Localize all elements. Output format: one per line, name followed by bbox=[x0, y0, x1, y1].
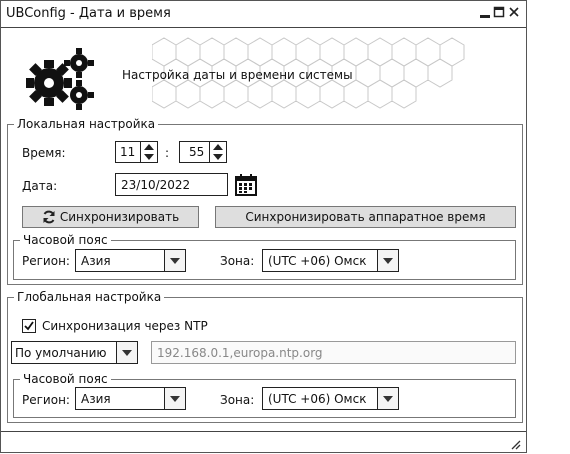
maximize-icon[interactable] bbox=[493, 5, 505, 19]
chevron-down-icon[interactable] bbox=[377, 388, 398, 409]
date-input[interactable]: 23/10/2022 bbox=[115, 173, 228, 196]
local-region-combo[interactable]: Азия bbox=[75, 249, 186, 272]
chevron-down-icon[interactable] bbox=[164, 388, 185, 409]
sync-hardware-button[interactable]: Синхронизировать аппаратное время bbox=[215, 206, 516, 228]
local-timezone-group: Часовой пояс bbox=[13, 233, 516, 280]
status-bar bbox=[1, 431, 526, 453]
hexagon-pattern-icon bbox=[152, 37, 465, 109]
local-zone-label: Зона: bbox=[220, 254, 255, 268]
chevron-down-icon[interactable] bbox=[377, 250, 398, 271]
global-zone-label: Зона: bbox=[220, 393, 255, 407]
close-icon[interactable] bbox=[508, 5, 520, 19]
window-title: UBConfig - Дата и время bbox=[6, 6, 171, 21]
global-region-value: Азия bbox=[81, 392, 111, 406]
global-timezone-legend: Часовой пояс bbox=[23, 372, 108, 386]
ntp-checkbox-label[interactable]: Синхронизация через NTP bbox=[42, 319, 208, 333]
global-region-label: Регион: bbox=[22, 393, 70, 407]
local-zone-value: (UTC +06) Омск bbox=[268, 254, 367, 268]
resize-grip-icon[interactable] bbox=[509, 438, 521, 450]
ntp-servers-input[interactable]: 192.168.0.1,europa.ntp.org bbox=[151, 341, 516, 364]
minutes-spinbox[interactable]: 55 bbox=[179, 141, 227, 163]
ntp-servers-value: 192.168.0.1,europa.ntp.org bbox=[157, 346, 323, 360]
time-label: Время: bbox=[22, 146, 66, 160]
local-region-label: Регион: bbox=[22, 254, 70, 268]
hours-value: 11 bbox=[120, 145, 136, 159]
ntp-mode-value: По умолчанию bbox=[15, 346, 107, 360]
hours-spinbox[interactable]: 11 bbox=[115, 141, 158, 163]
ntp-mode-combo[interactable]: По умолчанию bbox=[11, 341, 138, 364]
local-settings-group: Локальная настройка bbox=[7, 117, 523, 285]
time-separator: : bbox=[165, 146, 170, 160]
global-timezone-group: Часовой пояс bbox=[13, 372, 516, 418]
sync-button-label: Синхронизировать bbox=[59, 210, 180, 224]
chevron-down-icon[interactable] bbox=[116, 342, 137, 363]
date-label: Дата: bbox=[22, 179, 58, 193]
global-zone-combo[interactable]: (UTC +06) Омск bbox=[262, 387, 399, 410]
gears-icon bbox=[25, 45, 95, 111]
local-settings-legend: Локальная настройка bbox=[17, 117, 156, 131]
hours-spin-arrows-icon[interactable] bbox=[140, 142, 157, 162]
global-region-combo[interactable]: Азия bbox=[75, 387, 186, 410]
local-region-value: Азия bbox=[81, 254, 111, 268]
global-settings-legend: Глобальная настройка bbox=[17, 290, 162, 304]
calendar-icon[interactable] bbox=[235, 174, 257, 199]
header-title: Настройка даты и времени системы bbox=[122, 68, 353, 82]
minutes-value: 55 bbox=[189, 145, 205, 159]
local-zone-combo[interactable]: (UTC +06) Омск bbox=[262, 249, 399, 272]
refresh-icon bbox=[42, 210, 56, 230]
sync-button[interactable]: Синхронизировать bbox=[22, 206, 199, 228]
app-window: UBConfig - Дата и время bbox=[0, 0, 527, 453]
global-settings-group: Глобальная настройка bbox=[7, 290, 523, 423]
title-bar: UBConfig - Дата и время bbox=[1, 1, 526, 28]
chevron-down-icon[interactable] bbox=[164, 250, 185, 271]
minimize-icon[interactable] bbox=[479, 5, 491, 19]
date-value: 23/10/2022 bbox=[121, 178, 191, 192]
minutes-spin-arrows-icon[interactable] bbox=[209, 142, 226, 162]
local-timezone-legend: Часовой пояс bbox=[23, 233, 108, 247]
header-banner: Настройка даты и времени системы bbox=[7, 37, 519, 115]
ntp-checkbox[interactable] bbox=[22, 319, 36, 336]
global-zone-value: (UTC +06) Омск bbox=[268, 392, 367, 406]
sync-hardware-button-label: Синхронизировать аппаратное время bbox=[245, 210, 486, 224]
